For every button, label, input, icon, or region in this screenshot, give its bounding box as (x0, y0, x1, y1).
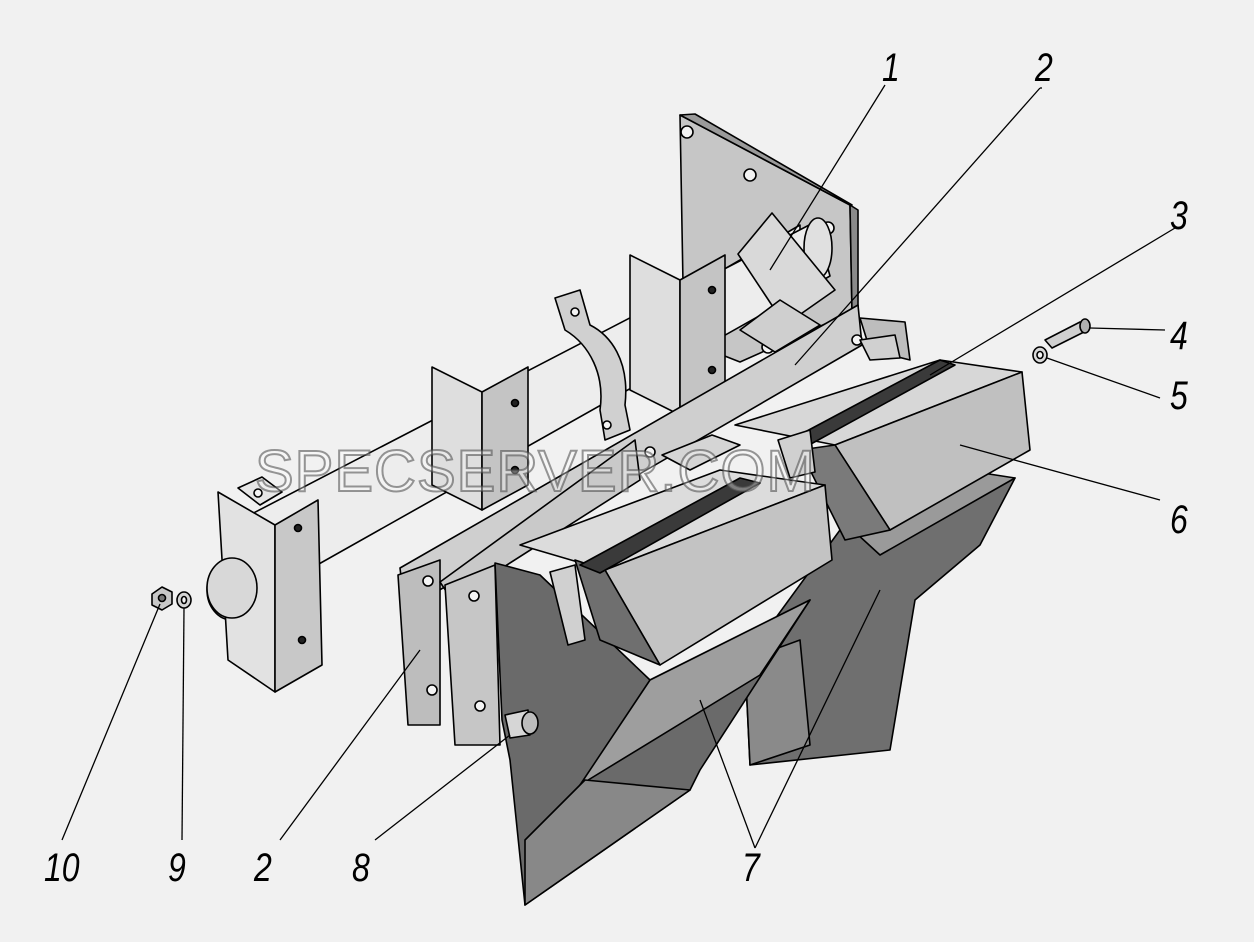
shaft-clamp (554, 289, 631, 441)
callout-2-bottom: 2 (254, 846, 272, 890)
callout-1: 1 (882, 46, 900, 90)
watermark-text: SPECSERVER.COM (254, 438, 816, 505)
leader-lines (61, 84, 1176, 849)
bracket-middle (431, 366, 529, 511)
funnel-part-7-front (494, 562, 811, 906)
washer-part-9 (176, 591, 192, 609)
box-part-6 (734, 359, 1031, 541)
clip-hooks (549, 334, 901, 646)
bolt-part-8 (504, 709, 539, 739)
callout-9: 9 (168, 846, 186, 890)
washer-part-5 (1032, 346, 1048, 364)
callout-4: 4 (1170, 314, 1188, 358)
callout-3: 3 (1170, 194, 1188, 238)
bracket-upper (629, 254, 726, 416)
callout-8: 8 (352, 846, 370, 890)
box-part-front (519, 469, 833, 666)
screw-part-4 (1044, 318, 1091, 349)
strip-part-2-lower (397, 439, 656, 746)
nut-part-10 (151, 586, 173, 611)
bracket-front (206, 476, 323, 693)
callout-6: 6 (1170, 498, 1188, 542)
callout-7: 7 (742, 846, 760, 890)
callout-2-top: 2 (1035, 46, 1053, 90)
callout-5: 5 (1170, 374, 1188, 418)
callout-10: 10 (44, 846, 80, 890)
